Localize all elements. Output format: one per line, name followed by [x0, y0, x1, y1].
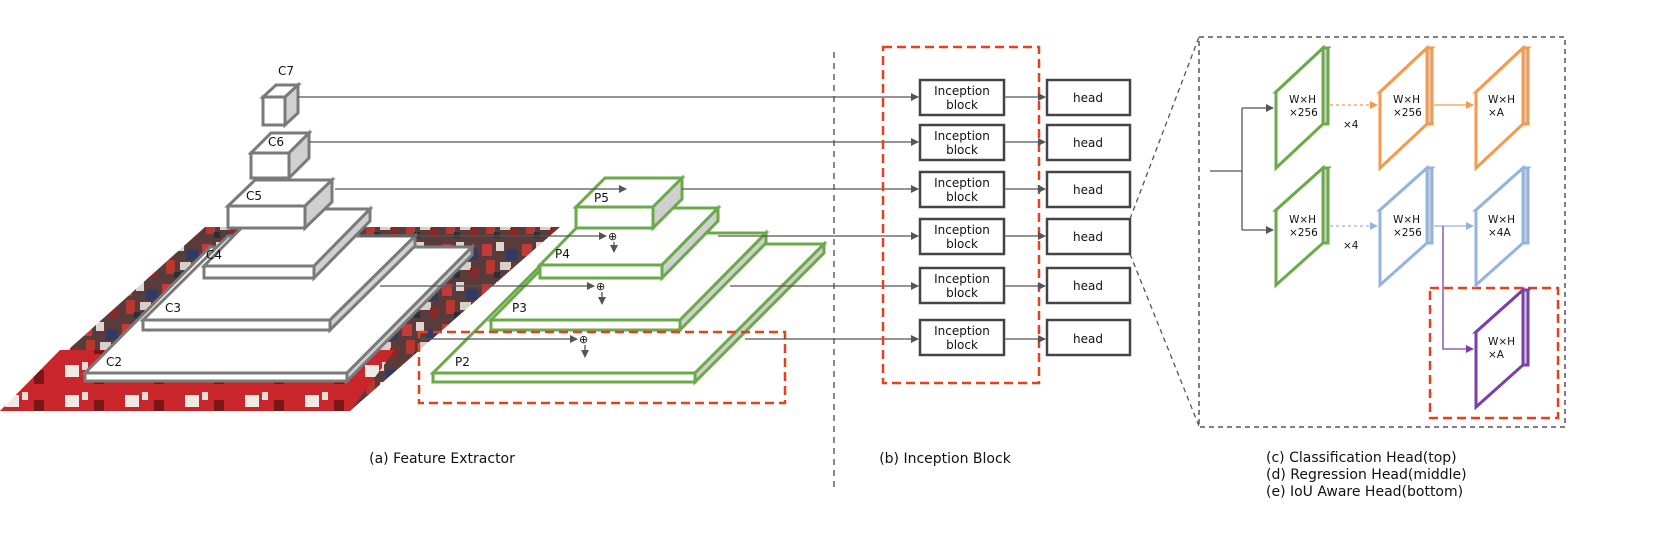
caption-a: (a) Feature Extractor: [369, 451, 515, 467]
reg-feat-2-line1: W×H: [1393, 214, 1420, 226]
inception-block: [918, 266, 1006, 305]
head-box: [1045, 78, 1132, 117]
label-p5: P5: [594, 191, 609, 205]
row-4: Inception block head: [918, 217, 1132, 256]
lateral-connections: [335, 185, 627, 358]
head-input-arrows: [1210, 104, 1274, 234]
fpn-level-p5: [572, 174, 686, 232]
head-label: head: [1073, 136, 1103, 150]
cls-out-line2: ×A: [1488, 107, 1505, 119]
label-p3: P3: [512, 301, 527, 315]
head-label: head: [1073, 279, 1103, 293]
cls-feat-2-line2: ×256: [1393, 107, 1422, 119]
reg-feat-2-line2: ×256: [1393, 227, 1422, 239]
merge-symbol-p3: ⊕: [596, 280, 605, 293]
reg-feat-1-line1: W×H: [1289, 214, 1316, 226]
row-5: Inception block head: [918, 266, 1132, 305]
inception-and-heads: Inception block head Inception block hea…: [918, 78, 1132, 357]
inception-label-2: block: [946, 338, 978, 352]
head-box: [1045, 123, 1132, 162]
inception-label-2: block: [946, 286, 978, 300]
backbone-level-c6: [247, 129, 313, 182]
inception-label-1: Inception: [934, 129, 990, 143]
reg-out-line2: ×4A: [1488, 227, 1511, 239]
inception-highlight-box: [881, 45, 1041, 385]
cls-out-line1: W×H: [1488, 94, 1515, 106]
label-c7: C7: [278, 64, 294, 78]
inception-label-1: Inception: [934, 324, 990, 338]
row-6: Inception block head: [918, 318, 1132, 357]
head-detail-panel: [1198, 36, 1566, 428]
label-p4: P4: [555, 247, 570, 261]
iou-output: [1472, 286, 1532, 411]
label-c3: C3: [165, 301, 181, 315]
cls-feat-2-line1: W×H: [1393, 94, 1420, 106]
label-c2: C2: [106, 355, 122, 369]
inception-label-2: block: [946, 237, 978, 251]
label-c6: C6: [268, 135, 284, 149]
iou-out-line2: ×A: [1488, 349, 1505, 361]
row-3: Inception block head: [918, 170, 1132, 209]
inception-label-2: block: [946, 98, 978, 112]
p2-highlight-box: [417, 330, 787, 405]
iou-out-line1: W×H: [1488, 336, 1515, 348]
reg-feat-1-line2: ×256: [1289, 227, 1318, 239]
inception-label-2: block: [946, 190, 978, 204]
backbone-level-c4: [200, 205, 374, 282]
fpn-pyramid: [429, 174, 828, 386]
zoom-line-bottom: [1129, 253, 1200, 427]
reg-feature-2: [1376, 164, 1436, 289]
cls-feat-1-line2: ×256: [1289, 107, 1318, 119]
head-label: head: [1073, 230, 1103, 244]
caption-d: (d) Regression Head(middle): [1266, 467, 1467, 483]
inception-block: [918, 170, 1006, 209]
head-label: head: [1073, 183, 1103, 197]
inception-label-1: Inception: [934, 176, 990, 190]
head-box: [1045, 170, 1132, 209]
inception-label-2: block: [946, 143, 978, 157]
caption-e: (e) IoU Aware Head(bottom): [1266, 484, 1463, 500]
head-label: head: [1073, 91, 1103, 105]
row-2: Inception block head: [918, 123, 1132, 162]
inception-block: [918, 217, 1006, 256]
caption-b: (b) Inception Block: [879, 451, 1011, 467]
inception-block: [918, 318, 1006, 357]
cls-output: [1472, 44, 1532, 172]
head-box: [1045, 266, 1132, 305]
label-p2: P2: [455, 355, 470, 369]
iou-branch-arrow: [1442, 226, 1474, 353]
reg-feature-1: [1272, 164, 1332, 289]
iou-highlight-box: [1428, 286, 1560, 420]
backbone-level-c7: [259, 81, 302, 129]
cls-feature-1: [1272, 44, 1332, 172]
reg-out-line1: W×H: [1488, 214, 1515, 226]
caption-c: (c) Classification Head(top): [1266, 450, 1457, 466]
head-box: [1045, 318, 1132, 357]
feature-arrows: [298, 93, 919, 343]
zoom-line-top: [1129, 36, 1200, 220]
backbone-pyramid: [81, 81, 476, 385]
cls-feature-2: [1376, 44, 1436, 172]
merge-symbol-p2: ⊕: [579, 333, 588, 346]
inception-label-1: Inception: [934, 223, 990, 237]
merge-symbol-p4: ⊕: [608, 230, 617, 243]
backbone-level-c5: [224, 176, 336, 232]
reg-repeat-label: ×4: [1343, 240, 1359, 252]
inception-block: [918, 123, 1006, 162]
cls-feat-1-line1: W×H: [1289, 94, 1316, 106]
row-1: Inception block head: [918, 78, 1132, 117]
label-c4: C4: [206, 248, 222, 262]
inception-label-1: Inception: [934, 84, 990, 98]
head-box: [1045, 217, 1132, 256]
label-c5: C5: [246, 189, 262, 203]
inception-label-1: Inception: [934, 272, 990, 286]
head-label: head: [1073, 332, 1103, 346]
reg-output: [1472, 164, 1532, 289]
cls-repeat-label: ×4: [1343, 119, 1359, 131]
